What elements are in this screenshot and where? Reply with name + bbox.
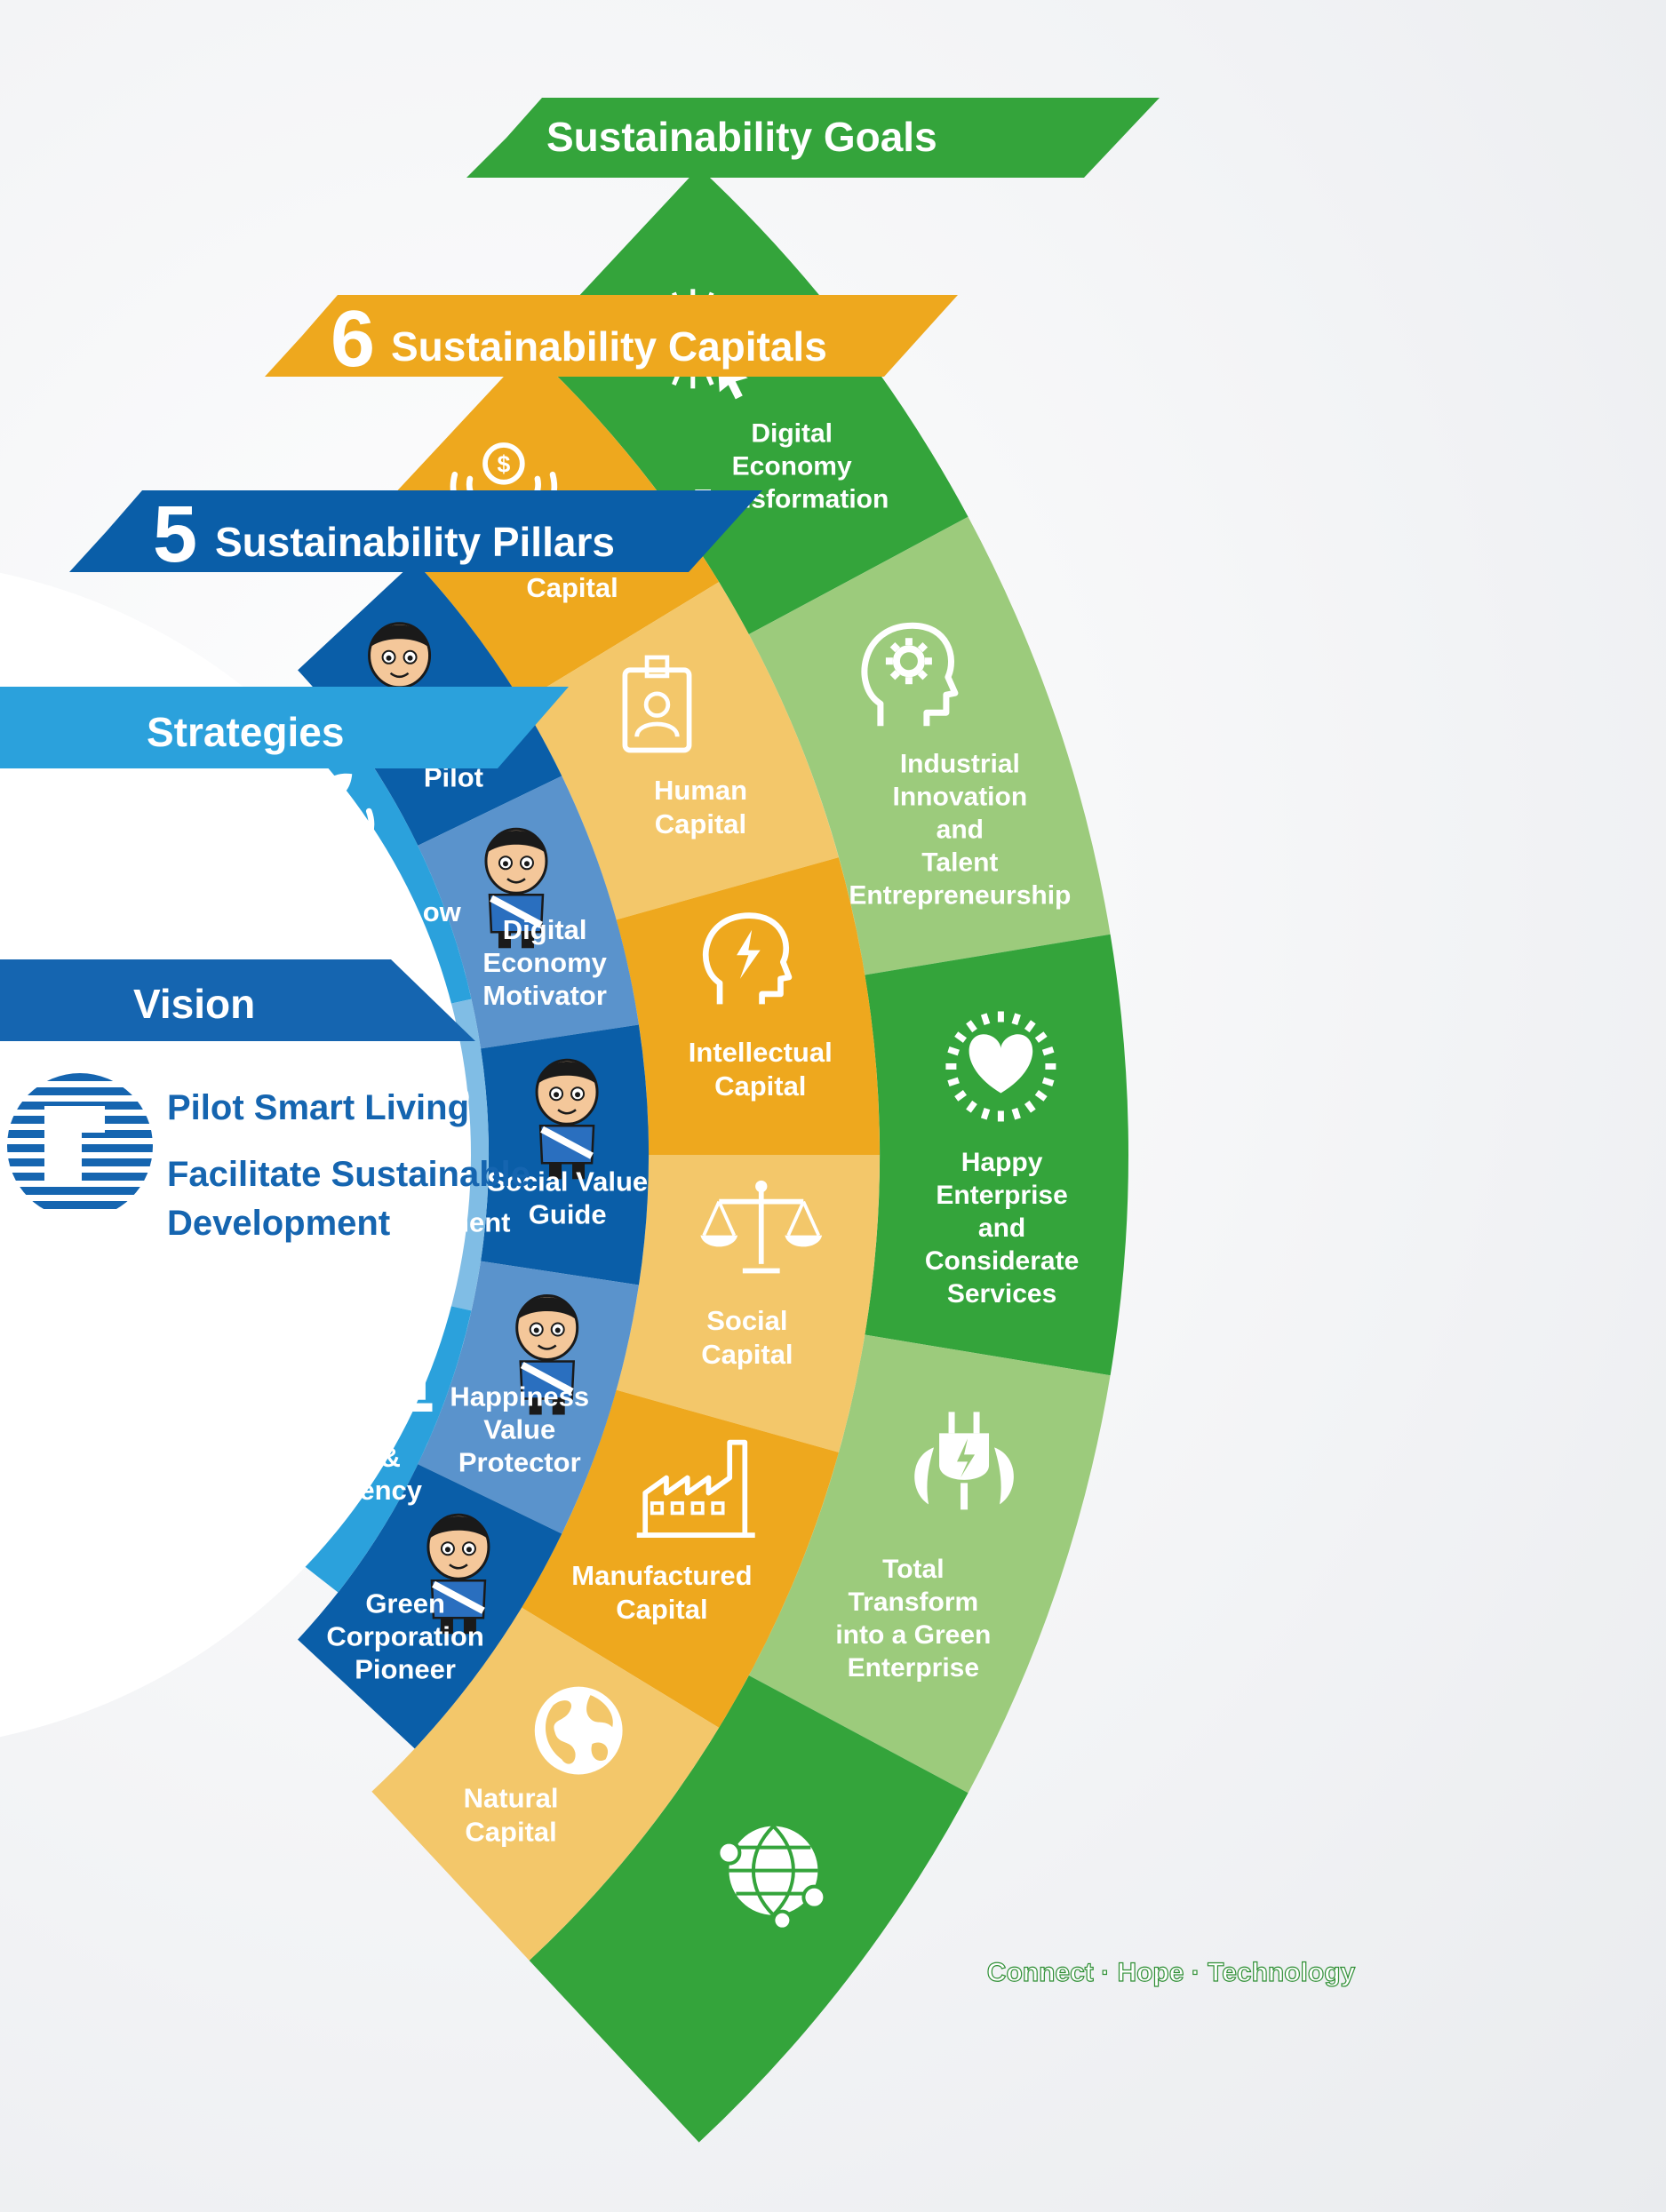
goals-label-line: Innovation xyxy=(893,783,1028,812)
capitals-label-line: Manufactured xyxy=(571,1560,752,1591)
capitals-label-line: Intellectual xyxy=(689,1037,833,1068)
pillars-label-line: Guide xyxy=(529,1198,607,1229)
goals-segment-end xyxy=(529,1675,969,2143)
goals-label-line: Economy xyxy=(732,452,852,481)
pillars-label-line: Green xyxy=(365,1588,445,1619)
globe-icon xyxy=(534,1686,623,1775)
pillars-label-line: Corporation xyxy=(326,1621,483,1652)
goals-label-line: Enterprise xyxy=(848,1653,979,1683)
goals-label-line: Services xyxy=(947,1279,1056,1309)
vision-disc xyxy=(0,572,471,1738)
goals-segment-shape xyxy=(529,167,969,635)
pillars-segment-shape xyxy=(298,1464,562,1749)
mascot-icon xyxy=(484,827,548,949)
vision-banner: Vision xyxy=(0,959,475,1041)
goals-segment-shape xyxy=(748,516,1111,975)
capitals-banner: 6 Sustainability Capitals xyxy=(265,295,958,384)
goals-banner: Sustainability Goals xyxy=(466,98,1160,178)
pillars-banner: 5 Sustainability Pillars xyxy=(69,490,762,579)
capitals-label-line: Social xyxy=(706,1305,787,1336)
pillars-ring: CreativeIndustryPilotDigitalEconomyMotiv… xyxy=(298,561,649,1749)
capitals-label-line: Capital xyxy=(655,808,746,839)
network-globe-icon xyxy=(716,1825,827,1931)
goals-label-line: Industrial xyxy=(900,750,1020,779)
capitals-label-line: Capital xyxy=(616,1594,707,1625)
capitals-segment-shape xyxy=(371,1607,720,1961)
pillars-label-line: Value xyxy=(483,1414,555,1445)
capitals-label-line: Capital xyxy=(701,1339,793,1370)
balance-scale-icon xyxy=(700,1180,823,1274)
heart-burst-icon xyxy=(945,1011,1056,1122)
goals-label-line: and xyxy=(978,1213,1025,1243)
strategies-banner-title: Strategies xyxy=(147,709,344,755)
factory-icon xyxy=(636,1439,755,1538)
goals-label-line: and xyxy=(937,816,984,845)
id-badge-icon xyxy=(622,655,692,753)
goals-segment-shape xyxy=(748,1334,1111,1794)
vision-banner-title: Vision xyxy=(133,981,255,1027)
pillars-banner-title: Sustainability Pillars xyxy=(215,519,615,565)
capitals-segment-shape xyxy=(522,1389,839,1728)
goals-label-line: Transform xyxy=(848,1587,978,1617)
mascot-icon xyxy=(535,1058,599,1180)
vision-line-2a: Facilitate Sustainable xyxy=(167,1155,530,1194)
mascot-icon xyxy=(515,1293,579,1415)
goals-label-line: Happy xyxy=(961,1148,1043,1177)
pillars-label-line: Social Value xyxy=(487,1166,648,1197)
goals-label-line: Entrepreneurship xyxy=(849,881,1071,911)
goals-label-line: Enterprise xyxy=(936,1181,1067,1210)
pillars-label-line: Digital xyxy=(503,914,587,945)
goals-label-line: Considerate xyxy=(925,1246,1079,1276)
pillars-label-line: Pioneer xyxy=(355,1654,456,1685)
goals-label-line: into a Green xyxy=(835,1620,991,1650)
capitals-segment-shape xyxy=(616,1155,880,1452)
gear-head-icon xyxy=(861,622,959,727)
svg-text:$: $ xyxy=(497,450,510,477)
tagline: Connect · Hope · Technology xyxy=(987,1958,1356,1987)
capitals-segment-shape xyxy=(616,857,880,1155)
goals-label-line: Talent xyxy=(921,848,998,878)
pillars-label-line: Happiness xyxy=(450,1381,589,1412)
pillars-label-line: Economy xyxy=(482,947,607,978)
capitals-label-line: Capital xyxy=(526,572,618,603)
idea-head-icon xyxy=(702,912,793,1005)
pillars-label-line: Motivator xyxy=(482,980,607,1011)
strategies-banner: Strategies xyxy=(0,687,569,768)
goals-segment-shape xyxy=(529,1675,969,2143)
vision-line-2b: Development xyxy=(167,1204,390,1243)
capitals-banner-number: 6 xyxy=(331,295,375,384)
vision-line-1: Pilot Smart Living xyxy=(167,1088,469,1127)
green-plug-icon xyxy=(914,1412,1014,1510)
goals-banner-title: Sustainability Goals xyxy=(546,114,937,160)
capitals-label-line: Capital xyxy=(714,1070,806,1102)
goals-segment-shape xyxy=(865,934,1129,1376)
capitals-label-line: Natural xyxy=(464,1782,559,1813)
goals-label-line: Digital xyxy=(751,419,833,449)
capitals-label-line: Capital xyxy=(465,1816,556,1847)
capitals-banner-title: Sustainability Capitals xyxy=(391,323,827,370)
goals-ring: SDigitalEconomyTransformationIndustrialI… xyxy=(529,167,1129,2143)
mascot-icon xyxy=(426,1513,490,1635)
pillars-label-line: Protector xyxy=(458,1447,581,1478)
company-logo xyxy=(7,1073,153,1209)
capitals-label-line: Human xyxy=(654,775,747,806)
goals-label-line: Total xyxy=(882,1555,944,1584)
pillars-banner-number: 5 xyxy=(153,490,197,579)
